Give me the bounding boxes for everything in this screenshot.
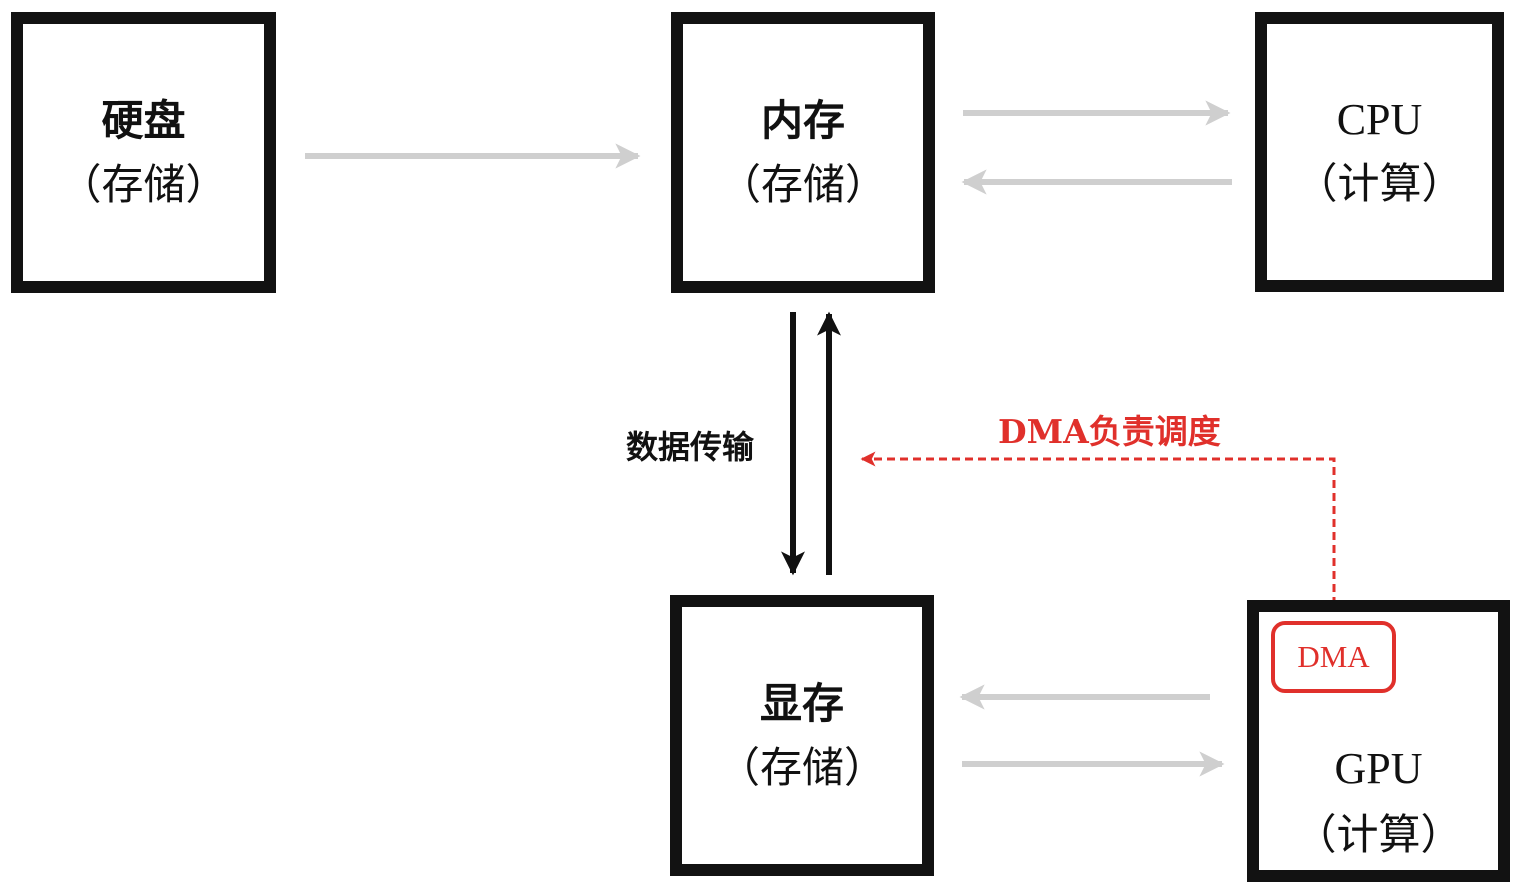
cpu-title: CPU [1336, 95, 1423, 144]
memory-subtitle: （存储） [718, 159, 887, 209]
memory-storage-node: 内存 （存储） [671, 12, 935, 293]
disk-storage-node: 硬盘 （存储） [11, 12, 276, 293]
memory-title: 内存 [760, 95, 845, 145]
vram-subtitle: （存储） [717, 742, 886, 792]
dma-schedule-label: DMA负责调度 [998, 412, 1221, 451]
disk-subtitle: （存储） [59, 159, 228, 209]
vram-storage-node: 显存 （存储） [670, 595, 934, 876]
data-transfer-label: 数据传输 [626, 428, 755, 466]
gpu-title: GPU [1334, 744, 1423, 793]
disk-title: 硬盘 [101, 95, 186, 145]
dma-chip-badge: DMA [1271, 621, 1396, 693]
vram-title: 显存 [759, 678, 844, 728]
cpu-compute-node: CPU （计算） [1255, 12, 1504, 292]
cpu-subtitle: （计算） [1295, 159, 1464, 208]
gpu-subtitle: （计算） [1294, 810, 1463, 859]
gpu-compute-node: GPU （计算） [1247, 600, 1510, 882]
